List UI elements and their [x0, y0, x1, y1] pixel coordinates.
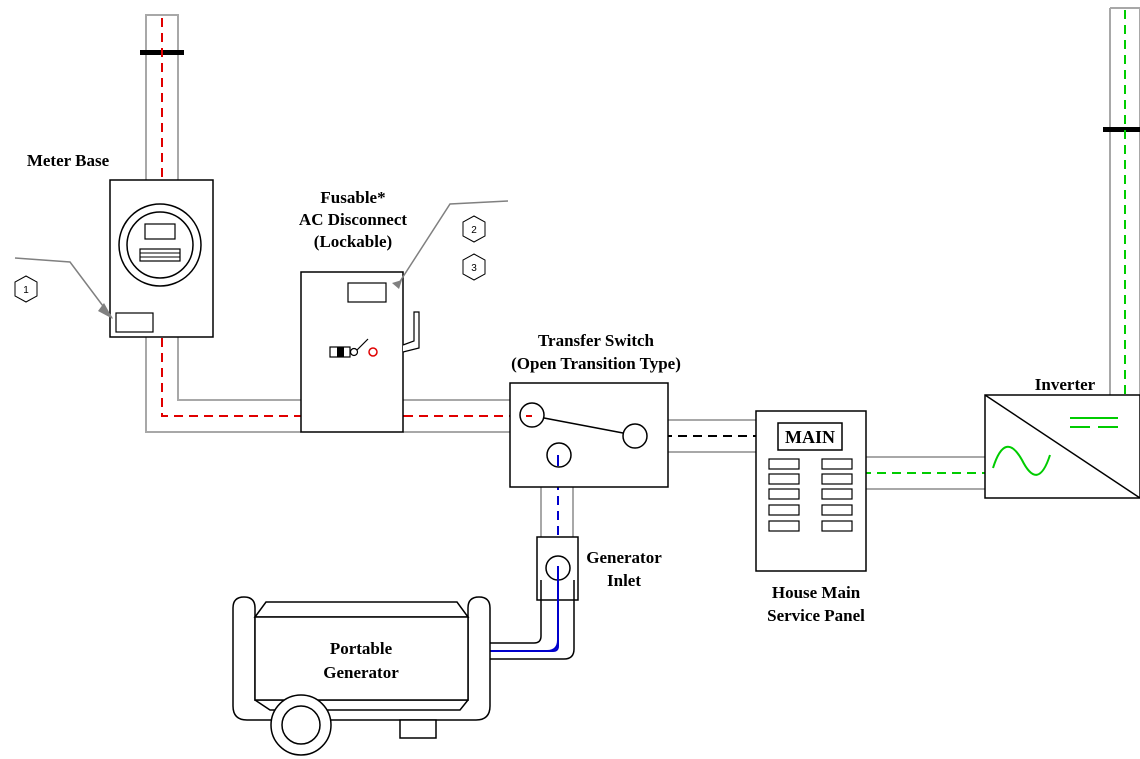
solar-mast-conduit	[1109, 7, 1140, 395]
transfer-switch-label-line-2: (Open Transition Type)	[511, 354, 681, 373]
inlet-to-transfer-conduit	[540, 487, 574, 537]
generator-wheel-inner	[281, 705, 321, 745]
ac-wave-symbol	[992, 446, 1051, 476]
callout-badge-3: 3	[462, 253, 486, 281]
meter-inner-ring	[126, 211, 194, 279]
generator-tank	[254, 616, 469, 701]
meter-base-label: Meter Base	[27, 151, 110, 170]
disconnect-label-line-1: Fusable*	[320, 188, 385, 207]
dc-symbol	[1070, 417, 1118, 428]
meter-base	[109, 179, 214, 338]
transfer-switch	[509, 382, 669, 488]
ac-disconnect	[300, 271, 420, 433]
generator-body	[253, 601, 470, 618]
callout-badge-1-text: 1	[23, 285, 29, 296]
main-breaker[interactable]	[777, 422, 843, 451]
house-panel-label-line-1: House Main	[772, 583, 861, 602]
panel-to-inverter-conduit	[866, 456, 985, 490]
portable-generator-label-line-1: Portable	[330, 639, 393, 658]
load-terminal	[622, 423, 648, 449]
generator-cord	[490, 580, 575, 660]
disconnect-handle	[402, 311, 420, 353]
disconnect-label-line-2: AC Disconnect	[299, 210, 407, 229]
transfer-to-panel-conduit	[668, 419, 756, 453]
transfer-switch-label-line-1: Transfer Switch	[538, 331, 655, 350]
solar-mast-strap	[1103, 127, 1140, 132]
generator-inlet-label-line-1: Generator	[586, 548, 662, 567]
disconnect-to-transfer-conduit	[403, 399, 510, 433]
callout-leader-2	[398, 200, 509, 284]
house-main-panel	[755, 410, 867, 572]
generator-foot	[399, 719, 437, 739]
meter-label-plate	[115, 312, 154, 333]
callout-badge-3-text: 3	[471, 263, 477, 274]
callout-badge-2-text: 2	[471, 225, 477, 236]
portable-generator-label-line-2: Generator	[323, 663, 399, 682]
generator-frame	[232, 596, 491, 721]
transfer-switch-blade	[543, 417, 624, 434]
breaker-column-left	[768, 458, 800, 532]
meter-dial	[139, 248, 181, 262]
inverter	[984, 394, 1140, 499]
conduits	[145, 7, 1140, 537]
disconnect-label-plate	[347, 282, 387, 303]
inverter-diagonal	[984, 394, 1140, 499]
breaker-column-right	[821, 458, 853, 532]
meter-display	[144, 223, 176, 240]
disconnect-switch-blade	[356, 338, 369, 351]
main-breaker-label: MAIN	[785, 427, 835, 447]
portable-generator	[232, 596, 491, 756]
disconnect-label-line-3: (Lockable)	[314, 232, 392, 251]
inverter-label: Inverter	[1035, 375, 1096, 394]
callout-badge-1: 1	[14, 275, 38, 303]
callout-leaders	[14, 200, 509, 319]
generator-inlet-label-line-2: Inlet	[607, 571, 641, 590]
callout-badge-2: 2	[462, 215, 486, 243]
callout-leader-1	[14, 257, 113, 319]
generator-base	[254, 699, 469, 711]
house-panel-label-line-2: Service Panel	[767, 606, 865, 625]
generator-inlet	[490, 536, 579, 660]
meter-to-disconnect-conduit	[145, 337, 301, 433]
